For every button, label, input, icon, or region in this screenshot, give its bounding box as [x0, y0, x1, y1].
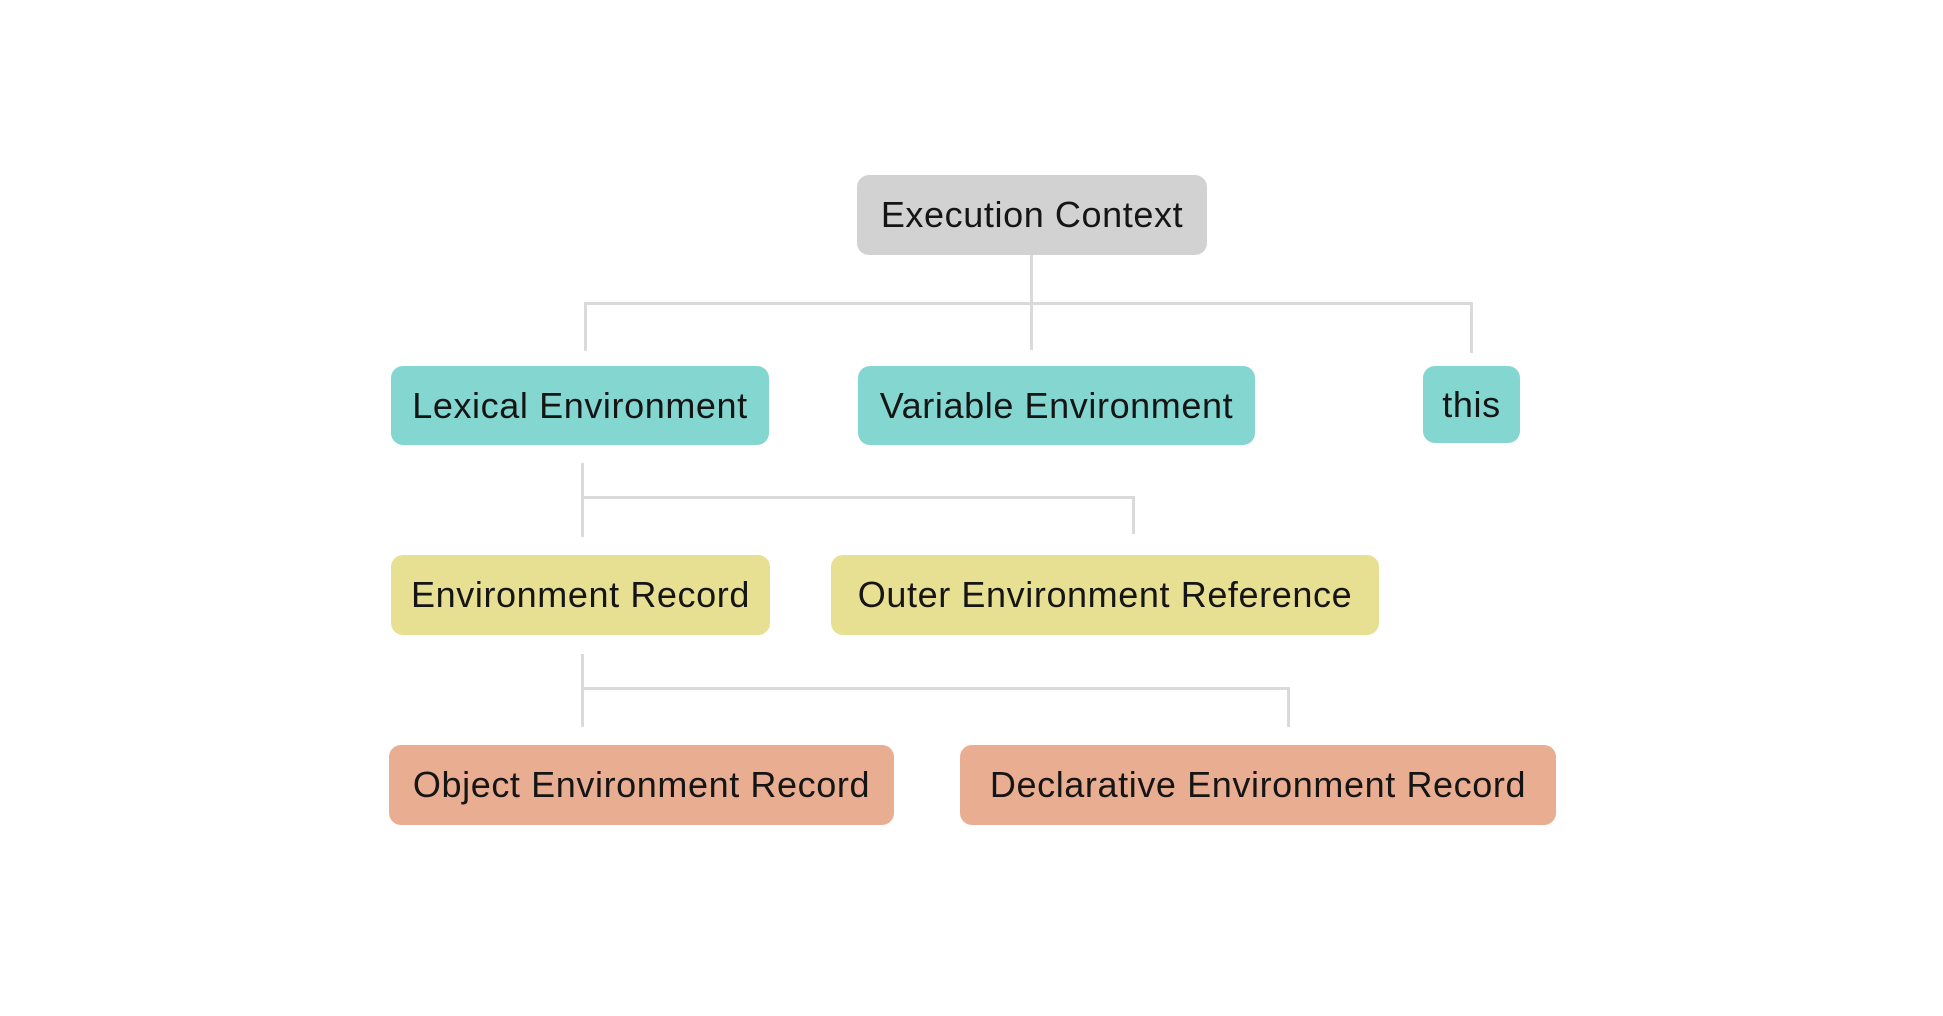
connector-record-drop-declarative — [1287, 687, 1290, 727]
connector-root-drop-lexical — [584, 302, 587, 351]
node-lexical-environment: Lexical Environment — [391, 366, 769, 445]
connector-record-crossbar — [581, 687, 1290, 690]
node-this: this — [1423, 366, 1520, 443]
node-object-environment-record: Object Environment Record — [389, 745, 894, 825]
connector-record-trunk — [581, 654, 584, 727]
node-execution-context: Execution Context — [857, 175, 1207, 255]
connector-lexical-drop-outer-reference — [1132, 496, 1135, 534]
connector-root-drop-this — [1470, 302, 1473, 353]
node-outer-environment-reference: Outer Environment Reference — [831, 555, 1379, 635]
connector-lexical-trunk — [581, 463, 584, 537]
node-variable-environment: Variable Environment — [858, 366, 1255, 445]
node-declarative-environment-record: Declarative Environment Record — [960, 745, 1556, 825]
node-environment-record: Environment Record — [391, 555, 770, 635]
connector-lexical-crossbar — [581, 496, 1135, 499]
connector-root-crossbar — [584, 302, 1473, 305]
